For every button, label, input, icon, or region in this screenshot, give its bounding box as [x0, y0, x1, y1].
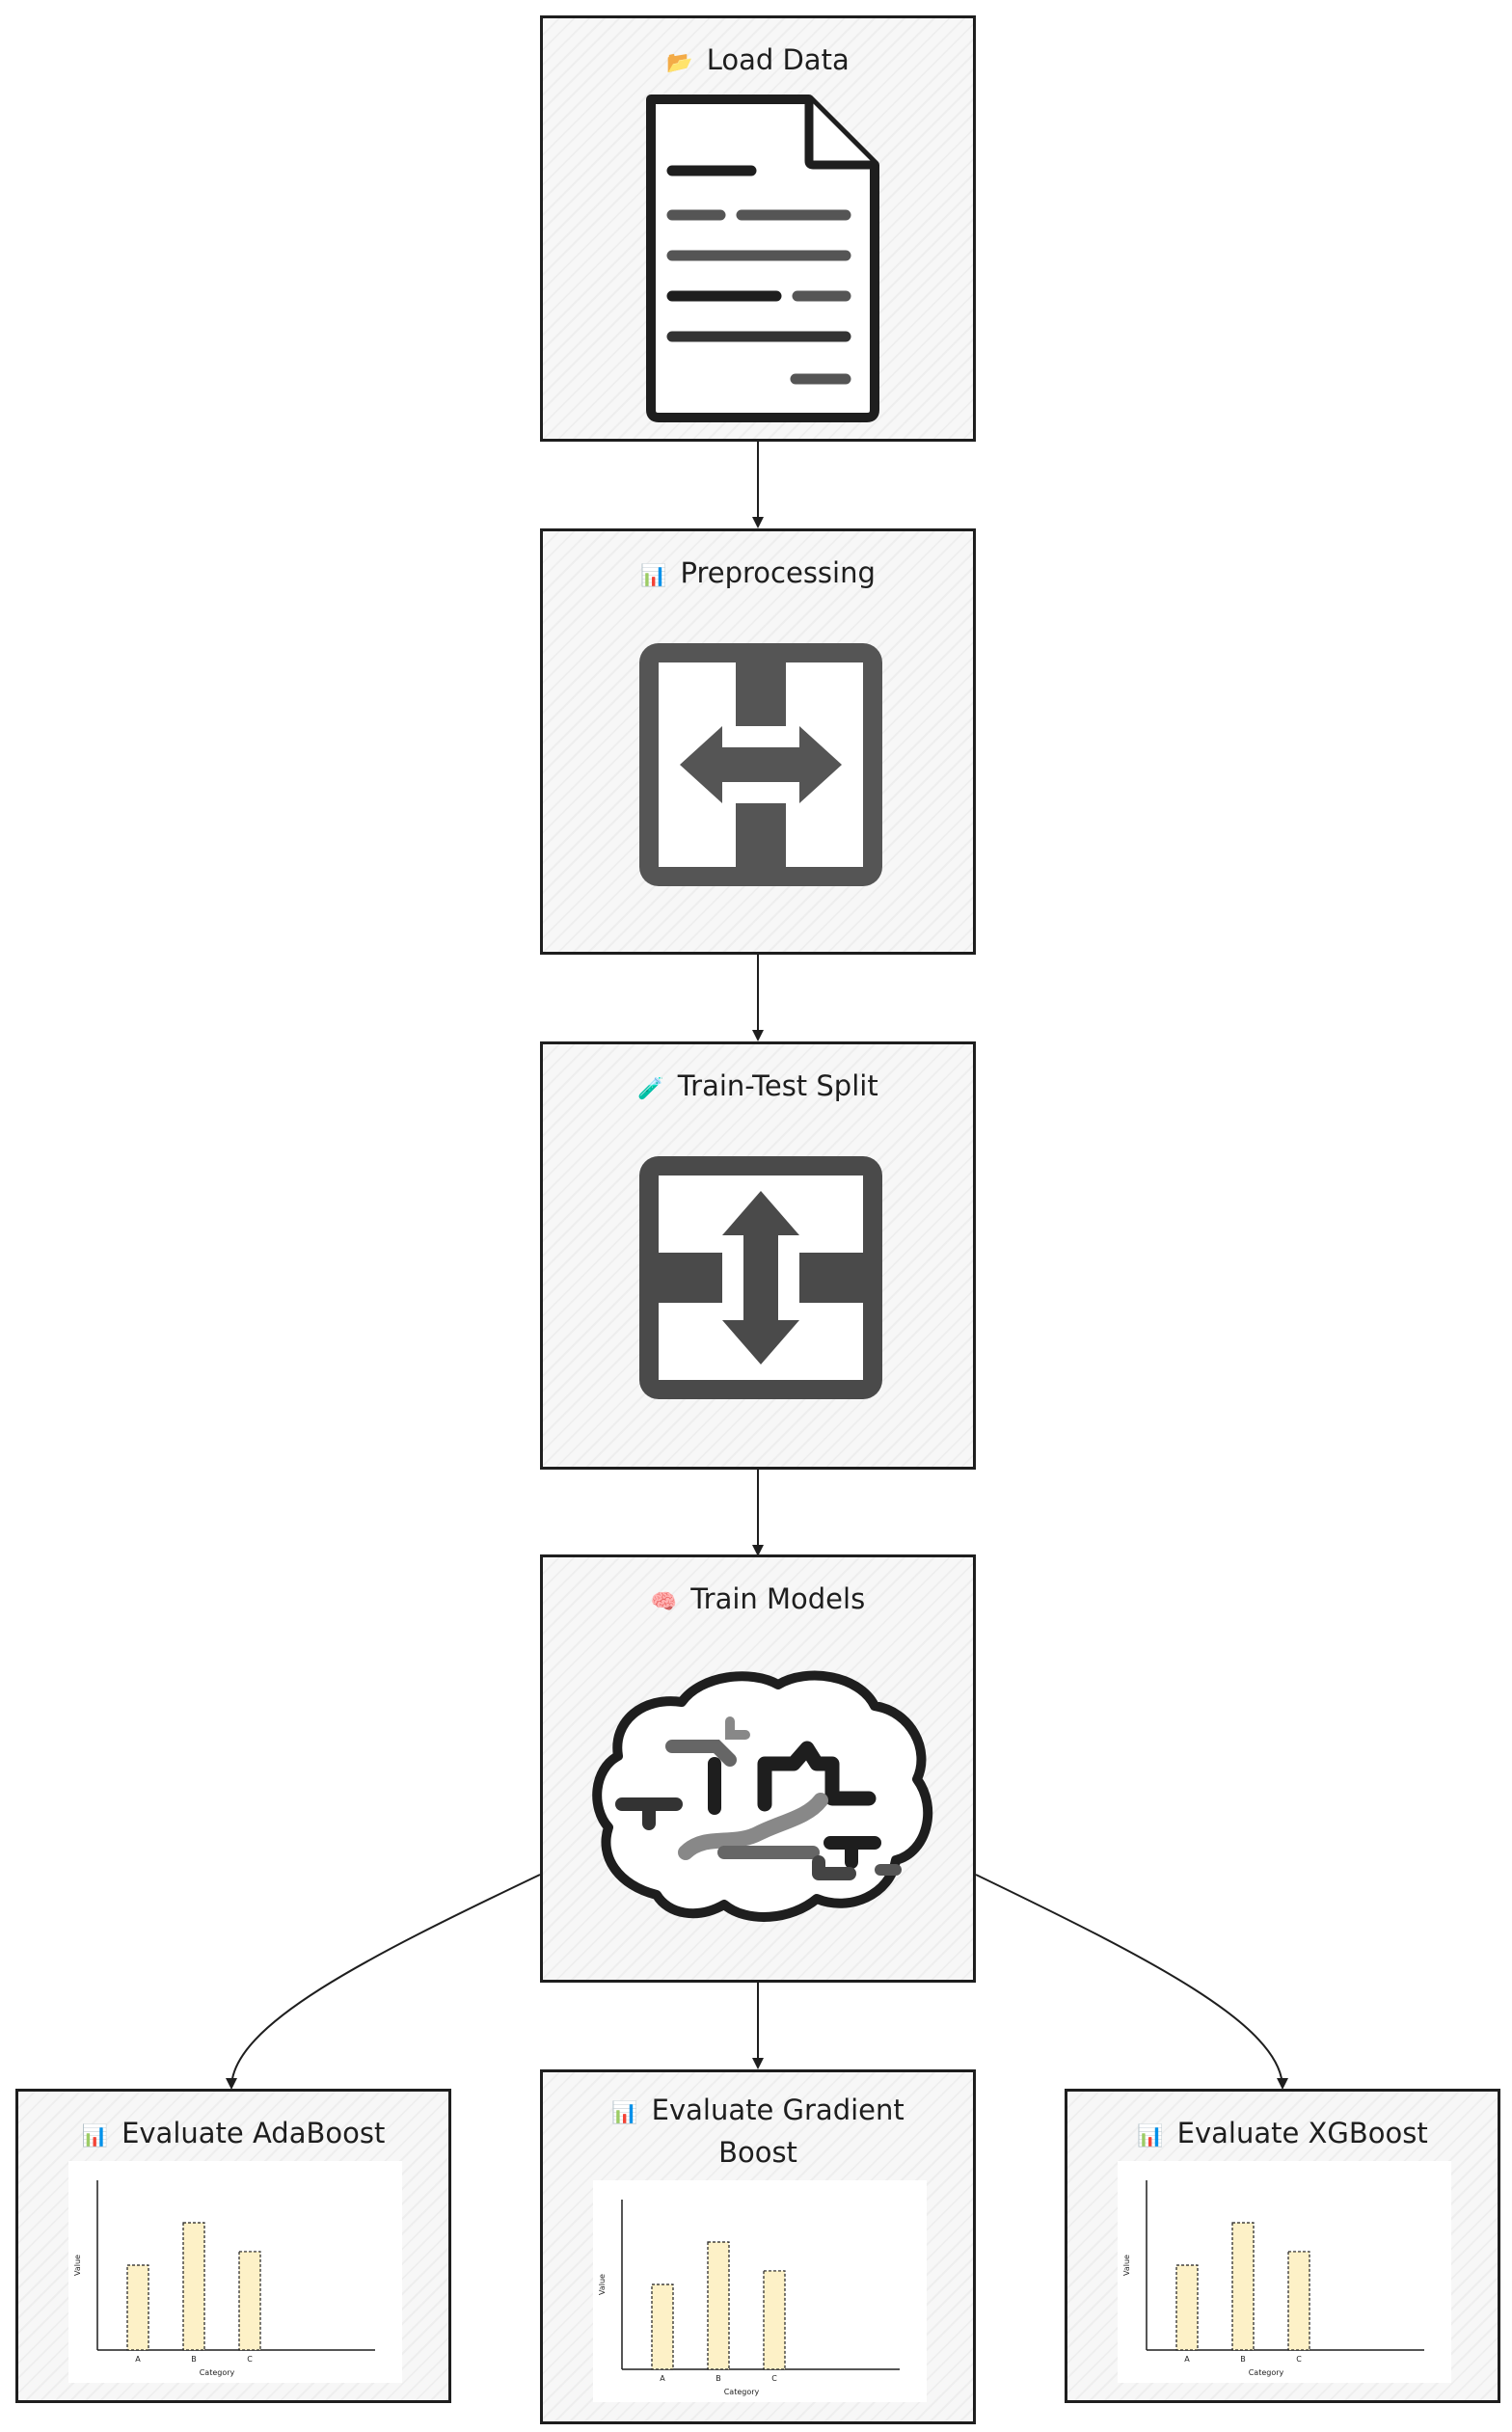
node-train-models[interactable]: 🧠 Train Models	[540, 1554, 976, 1983]
y-axis-label: Value	[1122, 2255, 1131, 2276]
node-gb-label-line2: Boost	[718, 2136, 797, 2169]
brain-emoji-icon: 🧠	[650, 1590, 678, 1614]
chart-container-gradient-boost: A B C Category Value	[593, 2180, 927, 2402]
node-evaluate-xgboost[interactable]: 📊 Evaluate XGBoost A B C Category Value	[1065, 2089, 1500, 2403]
edge-train-to-xgboost	[975, 1874, 1288, 2090]
bar-B	[182, 2222, 205, 2351]
node-load-data-label: Load Data	[706, 43, 850, 76]
bar-C	[1287, 2251, 1310, 2351]
x-axis-label: Category	[724, 2388, 760, 2396]
vertical-transform-icon	[639, 1156, 882, 1399]
bar-chart-xgboost: A B C Category Value	[1122, 2180, 1424, 2377]
node-ada-title: 📊 Evaluate AdaBoost	[18, 2113, 448, 2157]
brain-circuit-icon	[592, 1670, 933, 1922]
bar-chart-icon: 📊	[81, 2124, 109, 2148]
x-tick-label-B: B	[1240, 2355, 1246, 2364]
node-split-title: 🧪 Train-Test Split	[543, 1066, 973, 1110]
node-gb-title: 📊 Evaluate Gradient	[543, 2090, 973, 2134]
bar-chart-icon: 📊	[640, 564, 667, 588]
bar-A	[651, 2283, 674, 2370]
y-axis-label: Value	[73, 2255, 82, 2276]
bar-chart-adaboost: A B C Category Value	[73, 2180, 375, 2377]
node-train-title: 🧠 Train Models	[543, 1579, 973, 1623]
node-ada-label: Evaluate AdaBoost	[122, 2117, 386, 2149]
bar-A	[126, 2264, 149, 2351]
x-tick-label-A: A	[135, 2355, 141, 2364]
x-tick-label-A: A	[660, 2374, 665, 2383]
edge-train-to-adaboost	[226, 1874, 541, 2090]
x-axis-label: Category	[200, 2368, 235, 2377]
node-load-data-title: 📂 Load Data	[543, 40, 973, 84]
folder-icon: 📂	[666, 51, 693, 75]
node-load-data[interactable]: 📂 Load Data	[540, 15, 976, 442]
bar-B	[707, 2241, 730, 2370]
bar-C	[238, 2251, 261, 2351]
node-preprocessing-title: 📊 Preprocessing	[543, 553, 973, 597]
chart-container-adaboost: A B C Category Value	[68, 2161, 402, 2383]
x-tick-label-A: A	[1184, 2355, 1190, 2364]
x-tick-label-C: C	[771, 2374, 777, 2383]
node-preprocessing-label: Preprocessing	[680, 556, 876, 589]
node-split-label: Train-Test Split	[677, 1069, 878, 1102]
bar-B	[1231, 2222, 1255, 2351]
x-tick-label-C: C	[1296, 2355, 1302, 2364]
node-train-test-split[interactable]: 🧪 Train-Test Split	[540, 1041, 976, 1470]
bar-chart-gradient-boost: A B C Category Value	[598, 2200, 900, 2396]
bar-A	[1175, 2264, 1199, 2351]
bar-chart-icon: 📊	[1137, 2124, 1164, 2148]
chart-container-xgboost: A B C Category Value	[1118, 2161, 1451, 2383]
node-xgb-title: 📊 Evaluate XGBoost	[1067, 2113, 1498, 2157]
document-icon	[646, 95, 879, 422]
y-axis-label: Value	[598, 2274, 607, 2295]
x-axis-label: Category	[1249, 2368, 1284, 2377]
node-evaluate-adaboost[interactable]: 📊 Evaluate AdaBoost A B C Category Value	[15, 2089, 451, 2403]
horizontal-transform-icon	[639, 643, 882, 886]
bar-chart-icon: 📊	[611, 2101, 638, 2125]
node-xgb-label: Evaluate XGBoost	[1176, 2117, 1428, 2149]
node-evaluate-gradient-boost[interactable]: 📊 Evaluate Gradient Boost A B C Category Valu…	[540, 2069, 976, 2424]
x-tick-label-B: B	[191, 2355, 197, 2364]
node-preprocessing[interactable]: 📊 Preprocessing	[540, 528, 976, 955]
node-gb-label-line1: Evaluate Gradient	[651, 2094, 904, 2126]
node-gb-title-line2: Boost	[543, 2132, 973, 2173]
test-tube-icon: 🧪	[637, 1077, 664, 1101]
bar-C	[763, 2270, 786, 2370]
x-tick-label-C: C	[247, 2355, 253, 2364]
node-train-label: Train Models	[690, 1582, 866, 1615]
x-tick-label-B: B	[716, 2374, 721, 2383]
